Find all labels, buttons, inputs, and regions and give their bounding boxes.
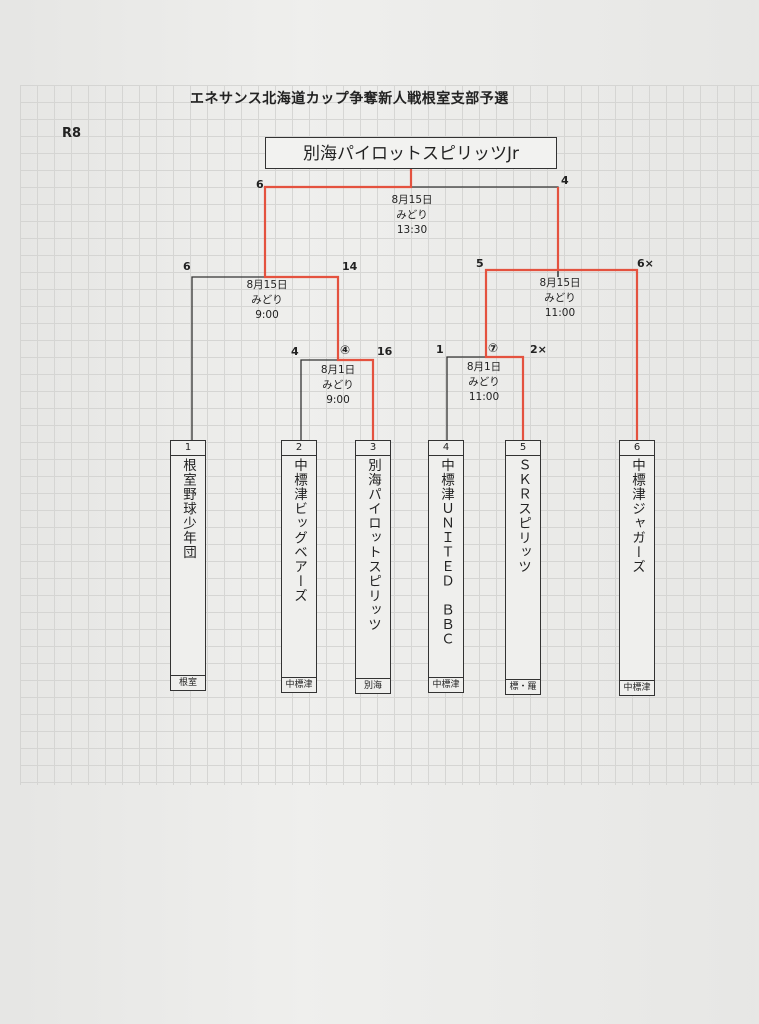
m2-score-left: 1 [436,343,444,356]
team-number: 1 [171,441,205,456]
team-area: 中標津 [282,677,316,692]
sf-right-time: 11:00 [544,307,576,319]
m1-info: 8月1日 みどり 9:00 [306,363,370,408]
m2-date: 8月1日 [466,361,502,373]
team-number: 5 [506,441,540,456]
m2-info: 8月1日 みどり 11:00 [452,360,516,405]
final-score-left: 6 [256,178,264,191]
team-number: 3 [356,441,390,456]
team-area: 中標津 [620,680,654,695]
m1-score-right: 16 [377,345,393,358]
tournament-title: エネサンス北海道カップ争奪新人戦根室支部予選 [190,91,509,107]
team-box-2: 2 中標津ビッグベアーズ 中標津 [281,440,317,693]
line-team1 [191,276,265,440]
final-score-right: 4 [561,174,569,187]
sf-right-date: 8月15日 [539,277,581,289]
line-team3 [263,169,413,440]
team-name: 別海パイロットスピリッツ [365,458,381,632]
final-date: 8月15日 [391,194,433,206]
line-team5 [484,268,558,440]
sf-right-score-left: 5 [476,257,484,270]
team-box-6: 6 中標津ジャガーズ 中標津 [619,440,655,696]
line-team6 [558,268,639,440]
line-team4 [446,356,486,440]
team-box-5: 5 ＳＫＲスピリッツ 標・羅 [505,440,541,695]
team-area: 標・羅 [506,679,540,694]
team-name: 根室野球少年団 [180,458,196,560]
team-area: 中標津 [429,677,463,692]
team-name: ＳＫＲスピリッツ [515,458,531,574]
m2-venue: みどり [468,376,500,388]
sf-right-score-right: 6× [637,257,654,270]
m1-score-left: 4 [291,345,299,358]
sf-left-date: 8月15日 [246,279,288,291]
team-area: 別海 [356,678,390,693]
final-info: 8月15日 みどり 13:30 [380,193,444,238]
team-name: 中標津ビッグベアーズ [291,458,307,603]
team-box-1: 1 根室野球少年団 根室 [170,440,206,691]
sf-left-venue: みどり [251,294,283,306]
round-label: R8 [62,126,82,141]
champion-box: 別海パイロットスピリッツJr [265,137,557,169]
team-name: 中標津ＵＮＩＴＥＤ ＢＢＣ [438,458,454,647]
m1-match-no: ④ [340,343,351,357]
sf-right-info: 8月15日 みどり 11:00 [528,276,592,321]
team-number: 2 [282,441,316,456]
sf-right-venue: みどり [544,292,576,304]
m2-match-no: ⑦ [488,341,499,355]
sf-left-score-left: 6 [183,260,191,273]
team-number: 6 [620,441,654,456]
m1-venue: みどり [322,379,354,391]
sf-left-time: 9:00 [255,309,279,321]
team-number: 4 [429,441,463,456]
team-area: 根室 [171,675,205,690]
team-box-3: 3 別海パイロットスピリッツ 別海 [355,440,391,694]
final-venue: みどり [396,209,428,221]
line-team2 [300,359,338,440]
sf-left-score-right: 14 [342,260,358,273]
m2-score-right: 2× [530,343,547,356]
sf-left-info: 8月15日 みどり 9:00 [232,278,302,323]
m1-time: 9:00 [326,394,350,406]
m2-time: 11:00 [468,391,500,403]
m1-date: 8月1日 [320,364,356,376]
final-time: 13:30 [396,224,428,236]
team-name: 中標津ジャガーズ [629,458,645,574]
team-box-4: 4 中標津ＵＮＩＴＥＤ ＢＢＣ 中標津 [428,440,464,693]
